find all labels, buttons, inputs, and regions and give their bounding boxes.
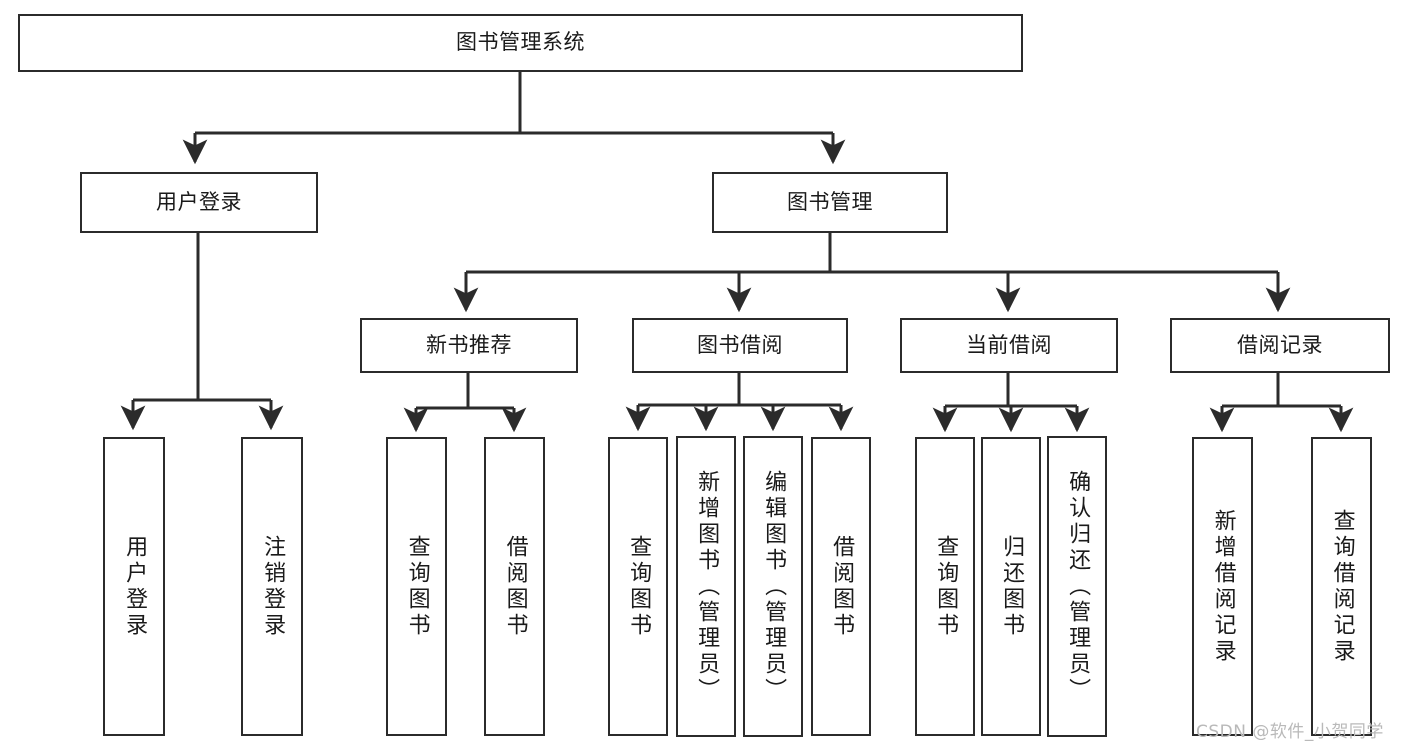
node-label: 查询图书 — [933, 534, 959, 639]
node-borrowing-record[interactable]: 借阅记录 — [1170, 318, 1390, 373]
leaf-add-book-admin[interactable]: 新增图书（管理员） — [676, 436, 736, 737]
node-label: 注销登录 — [260, 534, 286, 639]
leaf-query-book-current[interactable]: 查询图书 — [915, 437, 975, 736]
node-label: 查询借阅记录 — [1329, 508, 1355, 665]
leaf-add-borrowing-record[interactable]: 新增借阅记录 — [1192, 437, 1253, 736]
node-label: 图书管理 — [787, 189, 873, 214]
node-new-book-recommendation[interactable]: 新书推荐 — [360, 318, 578, 373]
node-label: 归还图书 — [999, 534, 1025, 639]
node-label: 新增借阅记录 — [1210, 508, 1236, 665]
leaf-query-borrowing-record[interactable]: 查询借阅记录 — [1311, 437, 1372, 736]
node-label: 图书管理系统 — [456, 30, 585, 55]
node-root-book-management-system[interactable]: 图书管理系统 — [18, 14, 1023, 72]
leaf-confirm-return-admin[interactable]: 确认归还（管理员） — [1047, 436, 1107, 737]
node-label: 当前借阅 — [966, 332, 1052, 357]
node-label: 用户登录 — [122, 534, 148, 639]
node-label: 查询图书 — [626, 534, 652, 639]
leaf-logout-login[interactable]: 注销登录 — [241, 437, 303, 736]
node-label: 借阅图书 — [829, 534, 855, 639]
node-user-login[interactable]: 用户登录 — [80, 172, 318, 233]
leaf-borrow-book-recommendation[interactable]: 借阅图书 — [484, 437, 545, 736]
node-label: 用户登录 — [156, 189, 242, 214]
node-label: 编辑图书（管理员） — [761, 469, 787, 704]
node-label: 确认归还（管理员） — [1065, 469, 1091, 704]
node-label: 新增图书（管理员） — [694, 469, 720, 704]
leaf-edit-book-admin[interactable]: 编辑图书（管理员） — [743, 436, 803, 737]
leaf-query-book-recommendation[interactable]: 查询图书 — [386, 437, 447, 736]
leaf-return-book[interactable]: 归还图书 — [981, 437, 1041, 736]
leaf-borrow-book-borrowing[interactable]: 借阅图书 — [811, 437, 871, 736]
leaf-user-login[interactable]: 用户登录 — [103, 437, 165, 736]
node-label: 新书推荐 — [426, 332, 512, 357]
node-book-borrowing[interactable]: 图书借阅 — [632, 318, 848, 373]
csdn-watermark: CSDN @软件_小贺同学 — [1196, 722, 1384, 742]
leaf-query-book-borrowing[interactable]: 查询图书 — [608, 437, 668, 736]
node-current-borrowing[interactable]: 当前借阅 — [900, 318, 1118, 373]
node-label: 借阅图书 — [502, 534, 528, 639]
node-label: 图书借阅 — [697, 332, 783, 357]
node-book-management[interactable]: 图书管理 — [712, 172, 948, 233]
node-label: 查询图书 — [404, 534, 430, 639]
node-label: 借阅记录 — [1237, 332, 1323, 357]
